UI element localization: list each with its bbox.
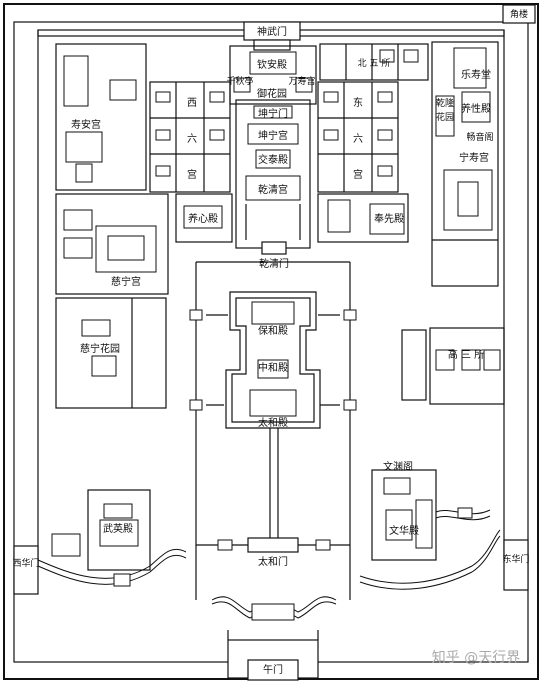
- label-jiaolou: 角楼: [510, 8, 528, 20]
- label-ningshougong: 宁寿宫: [459, 151, 489, 164]
- outer-court: [225, 291, 321, 429]
- inner-court: [235, 99, 311, 255]
- label-zhonghedian: 中和殿: [258, 361, 288, 374]
- label-qianqingmen: 乾清门: [259, 257, 289, 270]
- label-fengxiandian: 奉先殿: [374, 212, 404, 225]
- label-shouangong: 寿安宫: [71, 118, 101, 131]
- label-qinandian: 钦安殿: [257, 58, 287, 71]
- label-gong-e: 宫: [353, 168, 363, 181]
- central-enclosure: [189, 261, 357, 600]
- label-yangxingdian: 养性殿: [461, 102, 491, 115]
- label-taihedian: 太和殿: [258, 416, 288, 429]
- wenhua-hall: [371, 469, 491, 561]
- cining-garden: [55, 297, 167, 409]
- watermark: 知乎 @天行界: [432, 649, 520, 666]
- corner-tower: [502, 4, 536, 24]
- label-cininggong: 慈宁宫: [111, 275, 141, 288]
- label-donghuamen: 东华门: [502, 553, 529, 565]
- label-qianqiuting: 千秋亭: [226, 75, 253, 87]
- fengxian-hall: [317, 193, 409, 243]
- label-liu-w: 六: [187, 133, 197, 145]
- label-leshoutang: 乐寿堂: [461, 68, 491, 81]
- wumen-gate: [227, 630, 319, 681]
- label-liu-e: 六: [353, 133, 363, 145]
- label-baohedian: 保和殿: [258, 324, 288, 337]
- label-qianqinggong: 乾清宫: [258, 183, 288, 196]
- label-wenyuange: 文渊阁: [383, 460, 413, 473]
- label-yangxindian: 养心殿: [188, 212, 218, 225]
- cining-palace: [55, 193, 169, 295]
- yangxin-hall: [175, 193, 233, 243]
- western-six-palaces: [149, 81, 231, 193]
- label-kunningmen: 坤宁门: [258, 107, 288, 120]
- gao-san-suo: [401, 327, 505, 405]
- label-wanshougong: 万寿宫: [288, 75, 315, 87]
- shenwumen-gate: [243, 21, 301, 51]
- label-huayuan: 花园: [436, 111, 454, 123]
- label-jiaotaidian: 交泰殿: [258, 153, 288, 166]
- label-taihemen: 太和门: [258, 555, 288, 568]
- east-river: [359, 529, 501, 584]
- taihe-gate-row: [196, 537, 350, 553]
- label-kunninggong: 坤宁宫: [258, 129, 288, 142]
- north-five-quarters: [319, 43, 429, 81]
- label-dong: 东: [353, 96, 363, 109]
- label-changyinge: 畅音阁: [466, 131, 493, 143]
- shouan-palace: [55, 43, 147, 191]
- label-shenwumen: 神武门: [257, 25, 287, 38]
- wuying-hall: [37, 489, 187, 587]
- label-cininghuayuan: 慈宁花园: [80, 342, 120, 355]
- label-wumen: 午门: [263, 663, 283, 676]
- xihuamen-gate: [13, 545, 39, 595]
- imperial-garden: [229, 45, 317, 105]
- label-xihuamen: 西华门: [12, 557, 39, 569]
- ningshou-complex: [431, 41, 499, 287]
- label-gong-w: 宫: [187, 168, 197, 181]
- label-yuhuayuan: 御花园: [257, 87, 287, 100]
- label-qianlong: 乾隆: [436, 97, 454, 109]
- donghuamen-gate: [503, 539, 529, 591]
- label-gaosansuo: 高 三 所: [448, 348, 484, 361]
- label-xi: 西: [187, 98, 197, 109]
- label-wuyingdian: 武英殿: [103, 522, 133, 535]
- label-beiwusuo: 北 五 所: [358, 58, 391, 69]
- river-bridges: [251, 603, 295, 621]
- label-wenhuadian: 文华殿: [389, 524, 419, 537]
- eastern-six-palaces: [317, 81, 399, 193]
